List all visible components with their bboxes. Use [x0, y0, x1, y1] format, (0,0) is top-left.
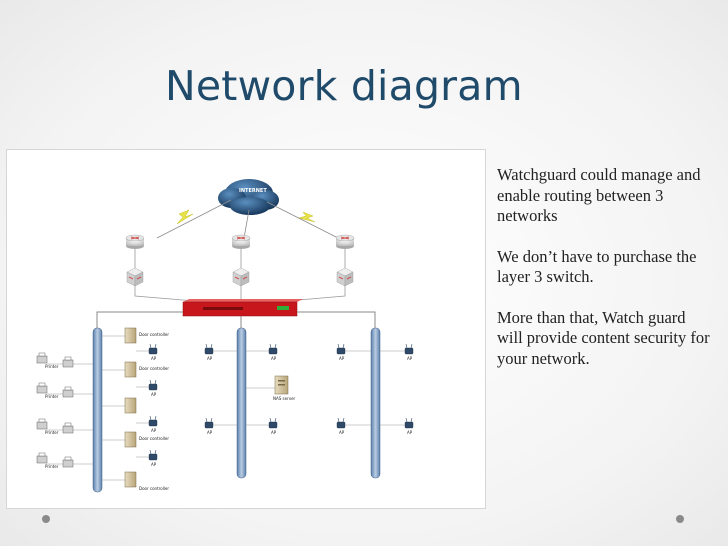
svg-text:AP: AP	[271, 430, 277, 435]
slide-title: Network diagram	[165, 62, 523, 110]
svg-text:AP: AP	[151, 462, 157, 467]
svg-text:AP: AP	[207, 356, 213, 361]
vlan-backbones	[92, 327, 381, 493]
svg-text:AP: AP	[151, 428, 157, 433]
router-icons	[125, 234, 355, 249]
switch-icon	[232, 267, 250, 287]
switch-icon	[126, 267, 144, 287]
svg-text:AP: AP	[407, 356, 413, 361]
svg-text:Door controller: Door controller	[139, 436, 169, 441]
svg-text:Door controller: Door controller	[139, 366, 169, 371]
internet-cloud-icon	[218, 179, 279, 215]
segment-links	[96, 311, 376, 328]
watchguard-firewall-icon	[182, 299, 303, 317]
printer-icon	[36, 352, 74, 468]
svg-text:AP: AP	[271, 356, 277, 361]
network-diagram: INTERNET	[6, 149, 486, 509]
body-paragraph-3: More than that, Watch guard will provide…	[497, 307, 710, 368]
svg-text:Printer: Printer	[45, 364, 59, 369]
nas-server-icon	[246, 375, 289, 395]
svg-text:AP: AP	[339, 430, 345, 435]
svg-text:AP: AP	[207, 430, 213, 435]
svg-text:Printer: Printer	[45, 464, 59, 469]
vlan-backbone-left	[92, 327, 103, 493]
printer-labels: Printer Printer Printer Printer	[45, 364, 59, 469]
network-diagram-canvas: INTERNET	[36, 179, 414, 493]
switch-icon	[336, 267, 354, 287]
door-controller-group: Door controller Door controller Door con…	[102, 327, 169, 491]
router-icon	[125, 234, 145, 249]
router-icon	[335, 234, 355, 249]
slide-corner-dot-right	[676, 515, 684, 523]
internet-label: INTERNET	[239, 188, 267, 194]
router-switch-links	[134, 249, 346, 268]
svg-text:Printer: Printer	[45, 430, 59, 435]
wireless-bolt-icons	[176, 209, 316, 225]
switch-icons	[126, 267, 354, 287]
door-controller-icon	[124, 327, 137, 488]
svg-text:AP: AP	[151, 356, 157, 361]
slide-corner-dot-left	[42, 515, 50, 523]
access-point-icons: AP AP AP AP AP AP AP AP AP AP AP AP	[136, 343, 414, 467]
wan-links	[156, 199, 339, 239]
body-paragraph-2: We don’t have to purchase the layer 3 sw…	[497, 246, 697, 287]
nas-server-label: NAS server	[273, 396, 296, 401]
svg-text:Door controller: Door controller	[139, 332, 169, 337]
printer-group	[36, 352, 93, 468]
vlan-backbone-right	[370, 327, 381, 479]
svg-text:AP: AP	[151, 392, 157, 397]
body-paragraph-1: Watchguard could manage and enable routi…	[497, 165, 701, 225]
slide-body: Watchguard could manage and enable routi…	[497, 165, 712, 389]
router-icon	[231, 234, 251, 249]
vlan-backbone-center	[236, 327, 247, 479]
svg-text:Printer: Printer	[45, 394, 59, 399]
svg-text:Door controller: Door controller	[139, 486, 169, 491]
svg-text:AP: AP	[339, 356, 345, 361]
svg-text:AP: AP	[407, 430, 413, 435]
